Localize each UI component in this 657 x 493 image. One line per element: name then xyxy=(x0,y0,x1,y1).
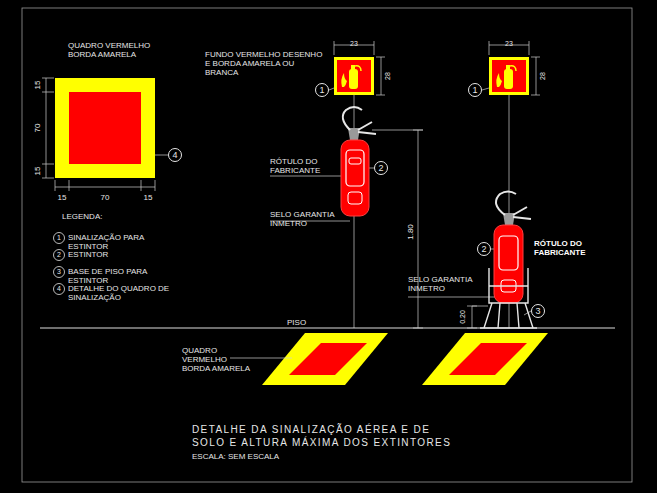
note-text: LEGENDA: xyxy=(62,212,102,221)
callout-circle: 3 xyxy=(531,304,545,318)
callout-number: 2 xyxy=(378,163,383,173)
dimension-text: 0.20 xyxy=(459,309,467,325)
note-text: 15 xyxy=(58,193,67,202)
callout-number: 4 xyxy=(172,150,177,160)
legend-text: SINALIZAÇÃO PARA ESTINTOR xyxy=(68,233,178,251)
note-text: 15 xyxy=(144,193,153,202)
note-text: PISO xyxy=(287,318,306,327)
dimension-text: 28 xyxy=(539,71,547,81)
note-text: QUADRO VERMELHO BORDA AMARELA xyxy=(182,346,254,374)
callout-number: 1 xyxy=(472,85,477,95)
legend-text: BASE DE PISO PARA ESTINTOR xyxy=(68,267,178,285)
callout-number: 3 xyxy=(535,306,540,316)
callout-number: 1 xyxy=(57,234,61,242)
legend-text: ESTINTOR xyxy=(68,250,178,259)
dimension-text: 15 xyxy=(33,80,42,91)
callout-circle: 1 xyxy=(315,83,329,97)
note-text: FUNDO VERMELHO DESENHO E BORDA AMARELA O… xyxy=(205,50,325,78)
callout-number: 1 xyxy=(319,85,324,95)
note-text: 23 xyxy=(350,40,358,48)
callout-number: 3 xyxy=(57,268,61,276)
callout-circle: 4 xyxy=(168,148,182,162)
note-text: 70 xyxy=(101,193,110,202)
dimension-text: 1.80 xyxy=(406,223,415,241)
drawing-title: DETALHE DA SINALIZAÇÃO AÉREA E DE SOLO E… xyxy=(192,423,462,449)
callout-circle: 2 xyxy=(477,242,491,256)
note-text: QUADRO VERMELHO BORDA AMARELA xyxy=(68,41,178,59)
callout-number: 2 xyxy=(57,251,61,259)
note-text: 23 xyxy=(505,40,513,48)
note-text: RÓTULO DO FABRICANTE xyxy=(534,239,598,257)
callout-number: 2 xyxy=(481,244,486,254)
note-text: SELO GARANTIA INMETRO xyxy=(270,210,350,228)
legend-text: DETALHE DO QUADRO DE SINALIZAÇÃO xyxy=(68,284,178,302)
dimension-text: 28 xyxy=(384,71,392,81)
dimension-text: 70 xyxy=(33,123,42,134)
note-text: SELO GARANTIA INMETRO xyxy=(408,275,488,293)
dimension-text: 15 xyxy=(33,166,42,177)
callout-number: 4 xyxy=(57,285,61,293)
scale-note: ESCALA: SEM ESCALA xyxy=(192,452,279,461)
callout-circle: 2 xyxy=(374,161,388,175)
callout-circle: 1 xyxy=(468,83,482,97)
note-text: RÓTULO DO FABRICANTE xyxy=(270,157,336,175)
